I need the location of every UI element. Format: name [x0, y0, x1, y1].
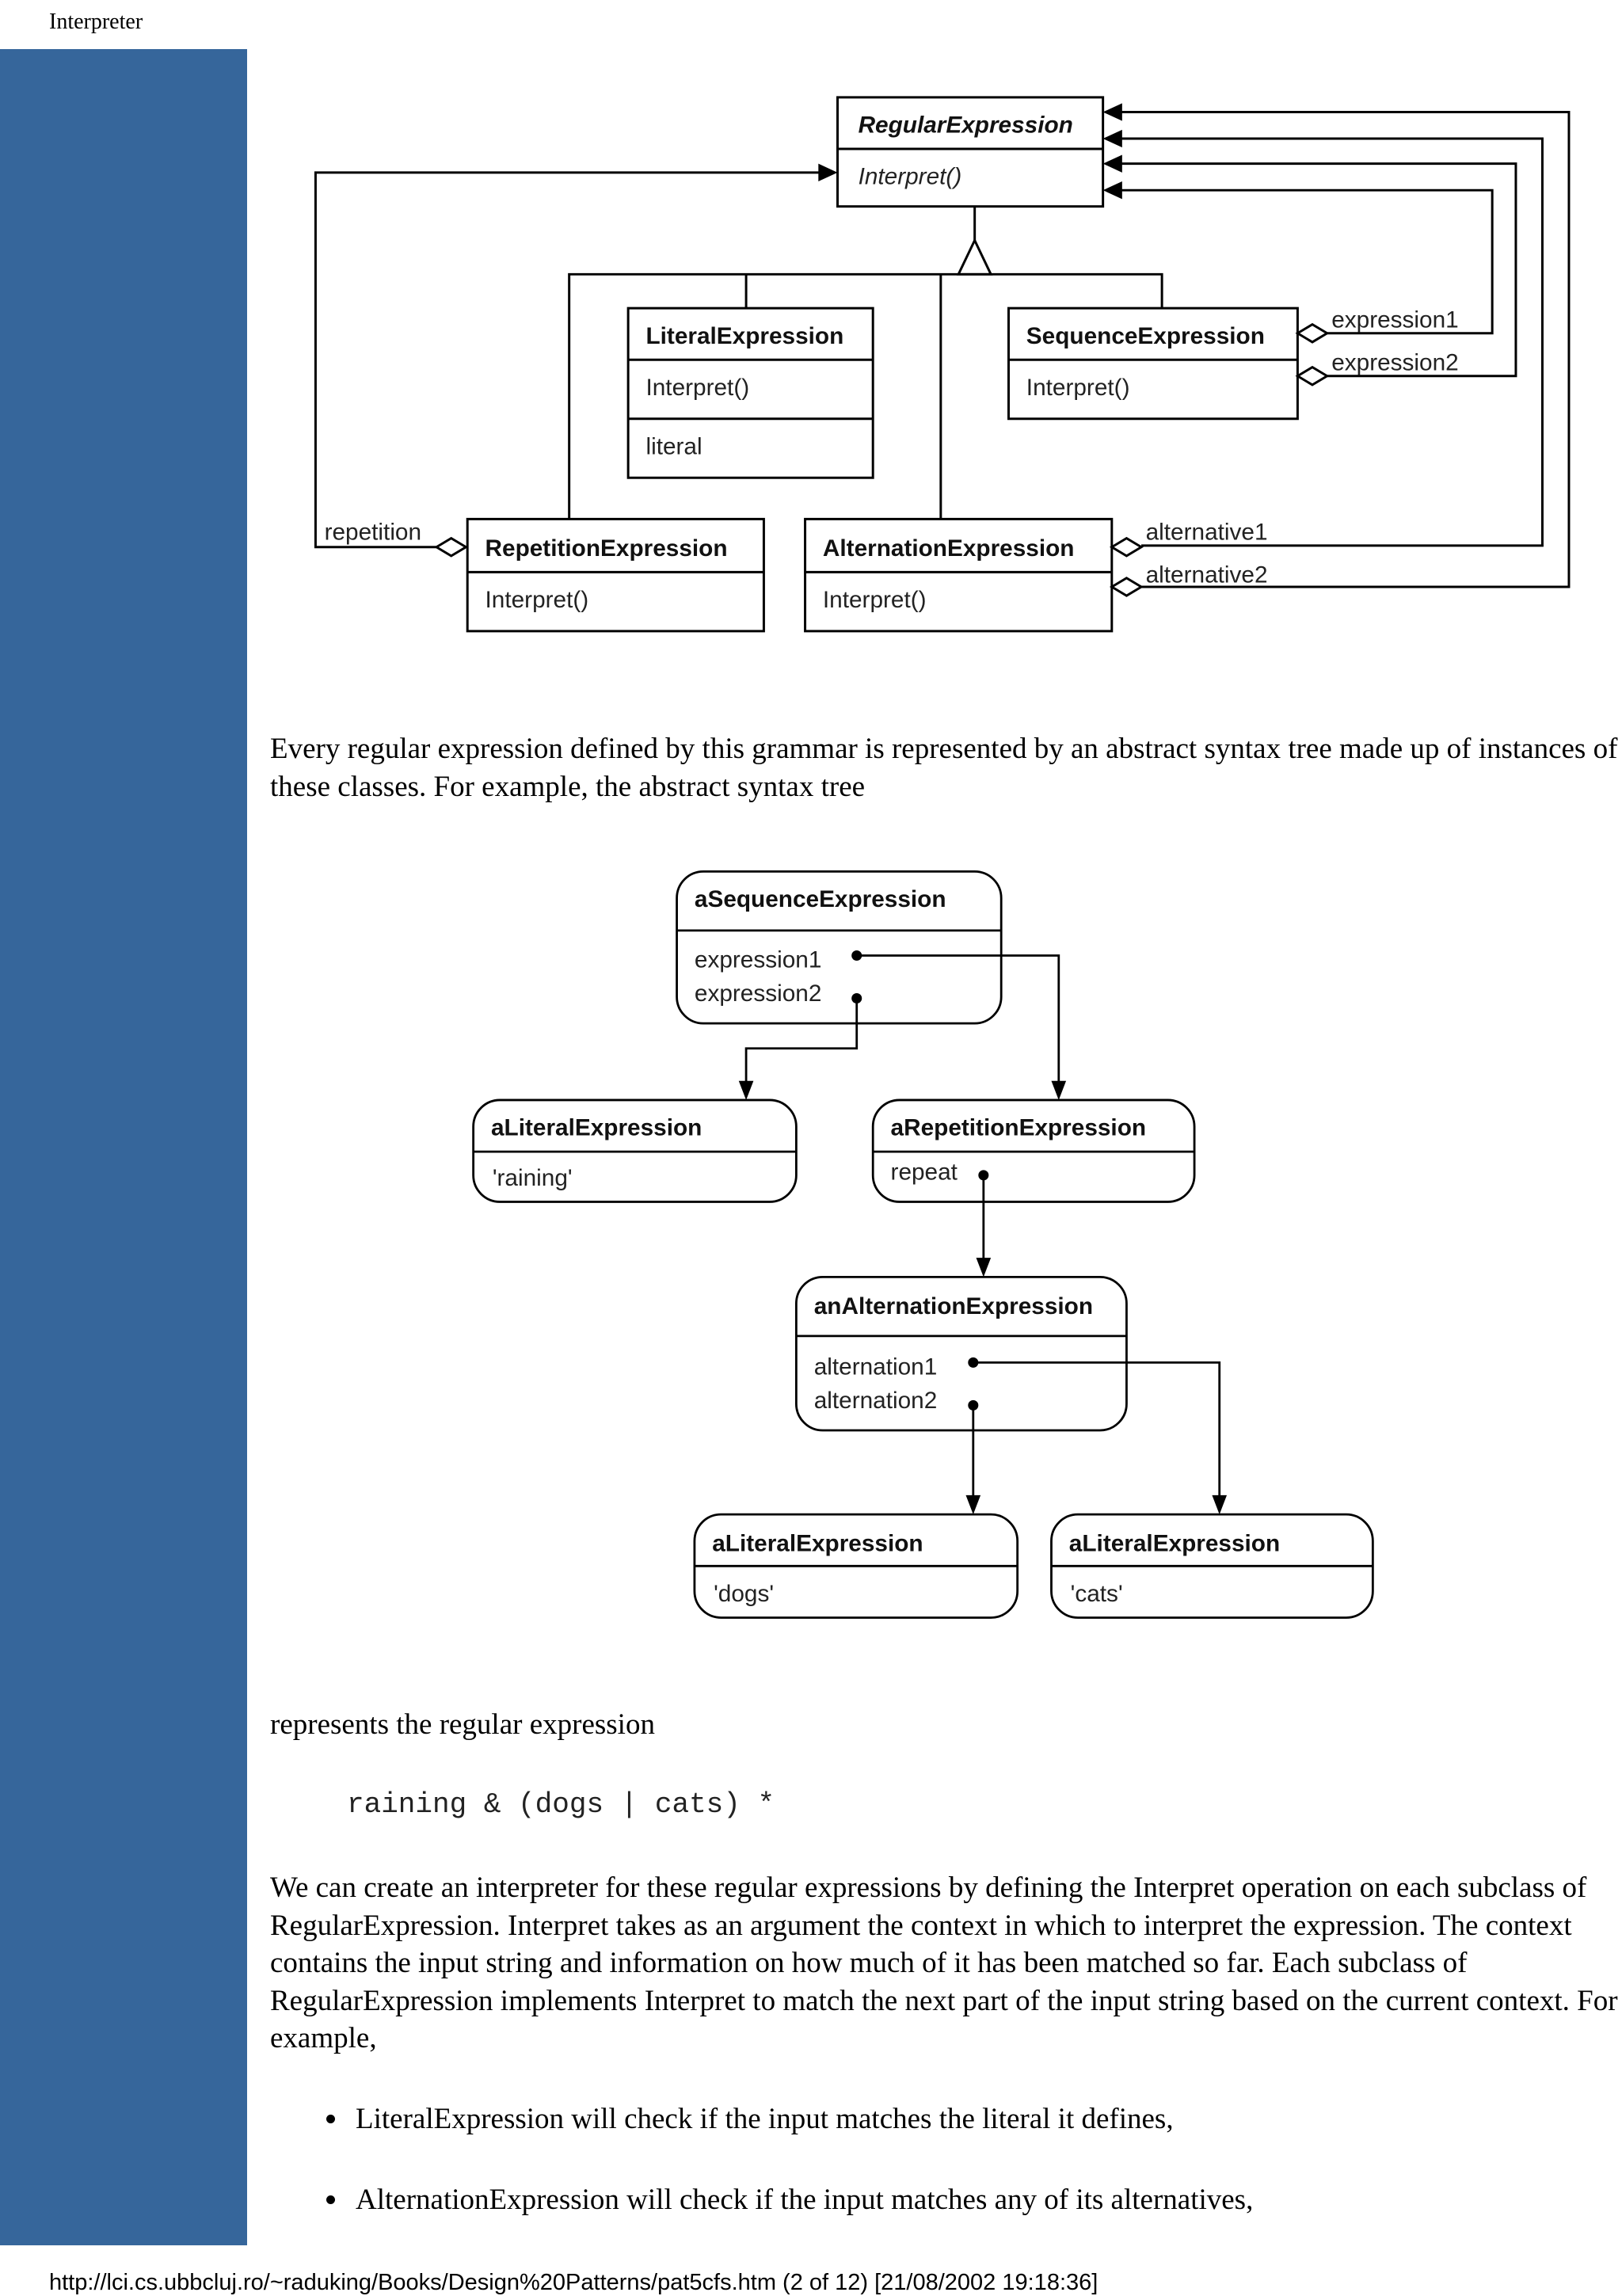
assoc-expression1-line	[1120, 188, 1494, 335]
aggregation-diamond-icon	[1295, 365, 1330, 386]
class-operation: Interpret()	[859, 164, 962, 190]
arrowhead-icon	[1212, 1494, 1228, 1515]
object-field: alternation2	[814, 1388, 938, 1414]
object-field: expression2	[695, 980, 821, 1007]
class-operation: Interpret()	[823, 587, 927, 613]
class-name: RegularExpression	[859, 112, 1073, 139]
object-value: 'dogs'	[714, 1581, 774, 1607]
class-operation: Interpret()	[645, 375, 749, 401]
object-field: alternation1	[814, 1354, 938, 1380]
object-value: 'raining'	[493, 1165, 573, 1191]
class-diagram	[314, 96, 1571, 633]
object-name: aLiteralExpression	[491, 1115, 702, 1141]
object-diagram-text: aSequenceExpression expression1 expressi…	[491, 886, 1280, 1607]
role-label: repetition	[325, 519, 421, 545]
role-label: alternative1	[1146, 519, 1268, 545]
list-item: LiteralExpression will check if the inpu…	[326, 2100, 1174, 2138]
assoc-repetition-line	[314, 171, 821, 549]
reference-dot-icon	[851, 992, 862, 1004]
class-operation: Interpret()	[485, 587, 589, 613]
arrowhead-icon	[1102, 129, 1122, 148]
list-item: AlternationExpression will check if the …	[326, 2181, 1253, 2219]
class-name: AlternationExpression	[823, 535, 1075, 562]
object-name: anAlternationExpression	[814, 1293, 1093, 1319]
assoc-expression2-line	[1120, 162, 1517, 378]
class-name: LiteralExpression	[645, 323, 843, 349]
assoc-alternative2-line	[1120, 111, 1571, 588]
object-field: repeat	[891, 1159, 958, 1185]
class-regularexpression-box	[836, 96, 1105, 208]
ref-expression2-line	[744, 998, 859, 1086]
role-label: expression1	[1331, 307, 1458, 333]
object-asequenceexpression-box	[676, 870, 1003, 1025]
object-name: aLiteralExpression	[1069, 1531, 1280, 1557]
object-field: expression1	[695, 946, 821, 973]
reference-dot-icon	[978, 1170, 989, 1181]
class-repetitionexpression-box	[466, 517, 765, 633]
class-attribute: literal	[645, 433, 702, 459]
arrowhead-icon	[965, 1494, 981, 1515]
arrowheads	[818, 103, 1122, 200]
bullet-icon	[326, 2195, 335, 2205]
reference-dot-icon	[851, 950, 862, 961]
arrowhead-icon	[1102, 103, 1122, 121]
inheritance-triangle-icon	[956, 238, 993, 276]
object-diagram	[472, 870, 1374, 1619]
aggregation-diamond-icon	[1109, 536, 1144, 558]
object-name: aRepetitionExpression	[891, 1115, 1147, 1141]
class-name: SequenceExpression	[1026, 323, 1265, 349]
paragraph-represents: represents the regular expression	[270, 1708, 655, 1741]
role-label: expression2	[1331, 349, 1458, 375]
ref-expression1-line	[856, 954, 1060, 1086]
arrowhead-icon	[976, 1258, 992, 1277]
aggregation-diamond-icon	[434, 536, 469, 558]
arrowhead-icon	[818, 163, 838, 182]
object-name: aLiteralExpression	[712, 1531, 923, 1557]
object-analternationexpression-box	[794, 1275, 1128, 1432]
paragraph-interpreter: We can create an interpreter for these r…	[270, 1871, 1618, 2054]
list-item-text: LiteralExpression will check if the inpu…	[356, 2103, 1174, 2135]
code-regular-expression: raining & (dogs | cats) *	[347, 1788, 775, 1821]
class-sequenceexpression-box	[1007, 307, 1299, 421]
assoc-alternative1-line	[1120, 137, 1544, 547]
class-operation: Interpret()	[1026, 375, 1130, 401]
object-name: aSequenceExpression	[695, 886, 946, 912]
page-header-title: Interpreter	[49, 10, 143, 34]
arrowhead-icon	[738, 1080, 754, 1100]
class-alternationexpression-box	[804, 517, 1114, 633]
class-name: RepetitionExpression	[485, 535, 728, 562]
ref-alternation1-line	[973, 1361, 1221, 1500]
arrowhead-icon	[1051, 1080, 1067, 1100]
arrowhead-icon	[1102, 154, 1122, 173]
class-diagram-text: RegularExpression Interpret() LiteralExp…	[325, 112, 1459, 614]
reference-dot-icon	[968, 1357, 979, 1368]
paragraph-ast-intro: Every regular expression defined by this…	[270, 733, 1618, 803]
class-literalexpression-box	[626, 307, 874, 479]
list-item-text: AlternationExpression will check if the …	[356, 2184, 1254, 2216]
object-value: 'cats'	[1071, 1581, 1123, 1607]
aggregation-diamond-icon	[1109, 577, 1144, 597]
role-label: alternative2	[1146, 562, 1268, 588]
arrowhead-icon	[1102, 181, 1122, 200]
aggregation-diamond-icon	[1295, 322, 1330, 344]
page-footer-url: http://lci.cs.ubbcluj.ro/~raduking/Books…	[49, 2270, 1098, 2295]
sidebar-bar	[0, 49, 247, 2245]
bullet-icon	[326, 2115, 335, 2124]
reference-dot-icon	[968, 1399, 979, 1411]
